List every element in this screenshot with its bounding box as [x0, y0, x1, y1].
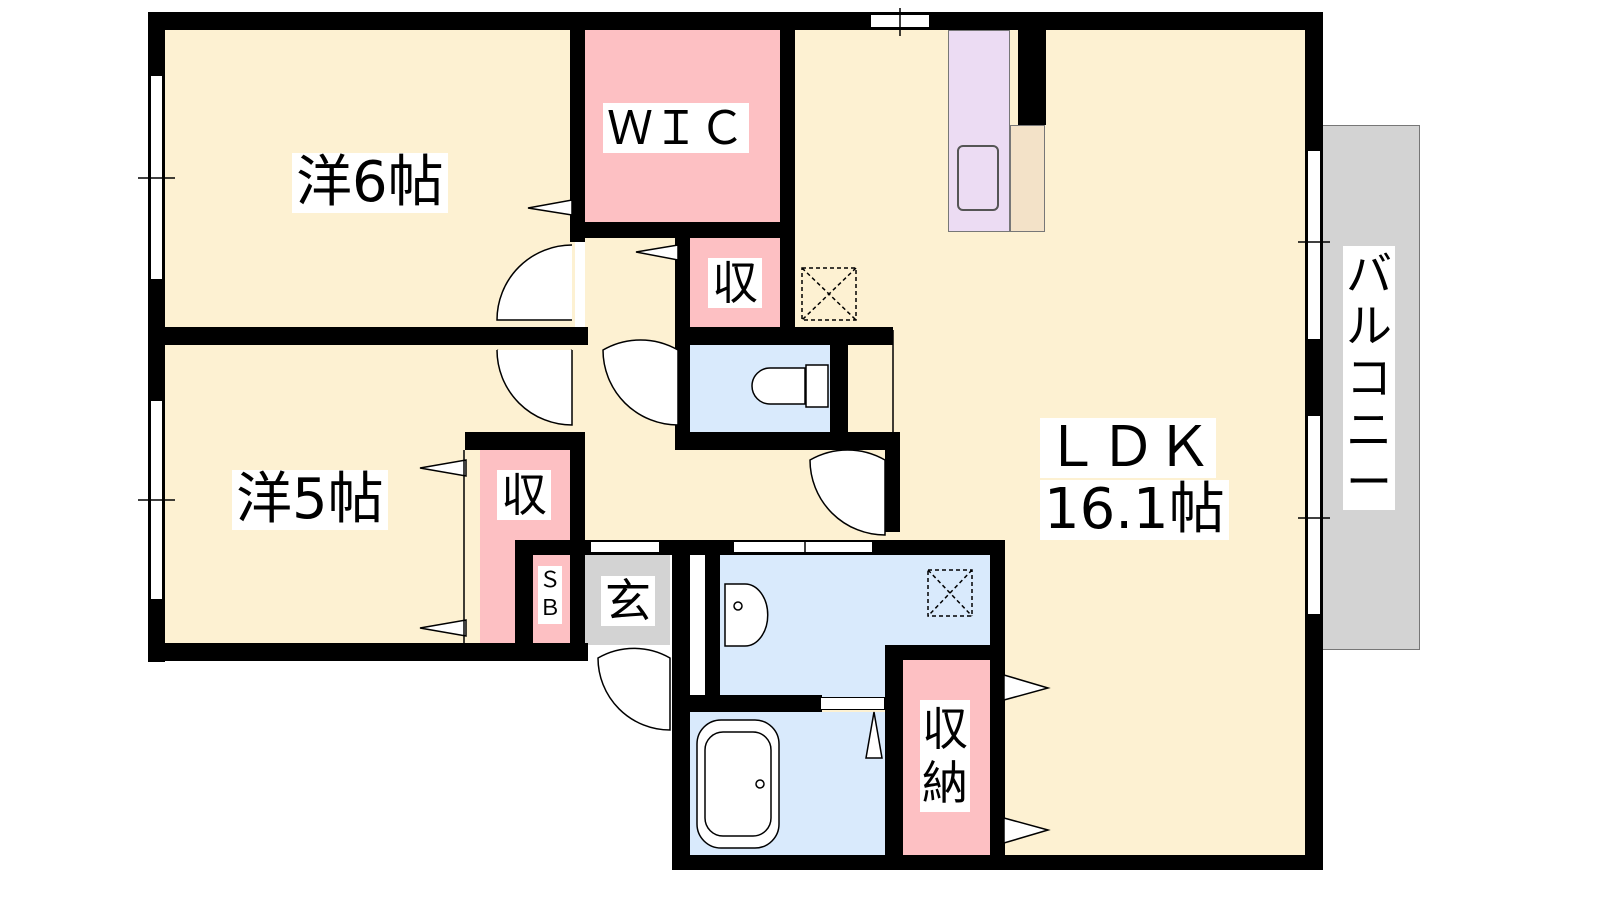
wall	[570, 12, 585, 242]
wall	[515, 540, 587, 555]
window	[820, 697, 885, 710]
room-label-storage-lower: 収	[497, 470, 551, 520]
wall	[1018, 30, 1046, 125]
room-label-storage-upper: 収	[708, 258, 762, 308]
room-bath	[690, 712, 885, 855]
room-label-ldk-name: ＬＤＫ	[1040, 418, 1216, 478]
wall	[705, 555, 720, 695]
kitchen-side-counter	[1010, 125, 1045, 232]
room-label-ldk-size: 16.1帖	[1040, 480, 1229, 540]
wall	[148, 12, 1323, 30]
room-label-wic: ＷＩＣ	[603, 103, 749, 153]
room-toilet	[690, 345, 830, 435]
window	[1307, 150, 1321, 340]
wall	[675, 432, 900, 450]
window	[733, 541, 873, 553]
wall	[148, 643, 588, 661]
wall	[148, 327, 588, 345]
window	[870, 14, 930, 28]
wall	[885, 645, 903, 870]
wall	[885, 645, 1005, 660]
window	[150, 400, 163, 600]
wall	[830, 327, 848, 447]
kitchen-sink	[957, 145, 999, 211]
room-label-shoebox: ＳＢ	[538, 566, 562, 624]
room-label-western-6: 洋6帖	[292, 153, 448, 213]
wall	[672, 695, 822, 712]
wall	[990, 540, 1005, 870]
room-label-balcony: バルコニー	[1343, 246, 1395, 510]
wall	[780, 12, 795, 342]
wall	[675, 327, 893, 345]
room-label-entrance: 玄	[601, 576, 655, 626]
wall	[465, 432, 585, 450]
room-label-closet: 収納	[920, 700, 970, 812]
window	[150, 75, 163, 280]
wall	[515, 540, 533, 655]
room-label-western-5: 洋5帖	[232, 470, 388, 530]
window	[590, 541, 660, 553]
wall	[570, 222, 795, 238]
window	[1307, 415, 1321, 615]
wall	[885, 432, 900, 532]
